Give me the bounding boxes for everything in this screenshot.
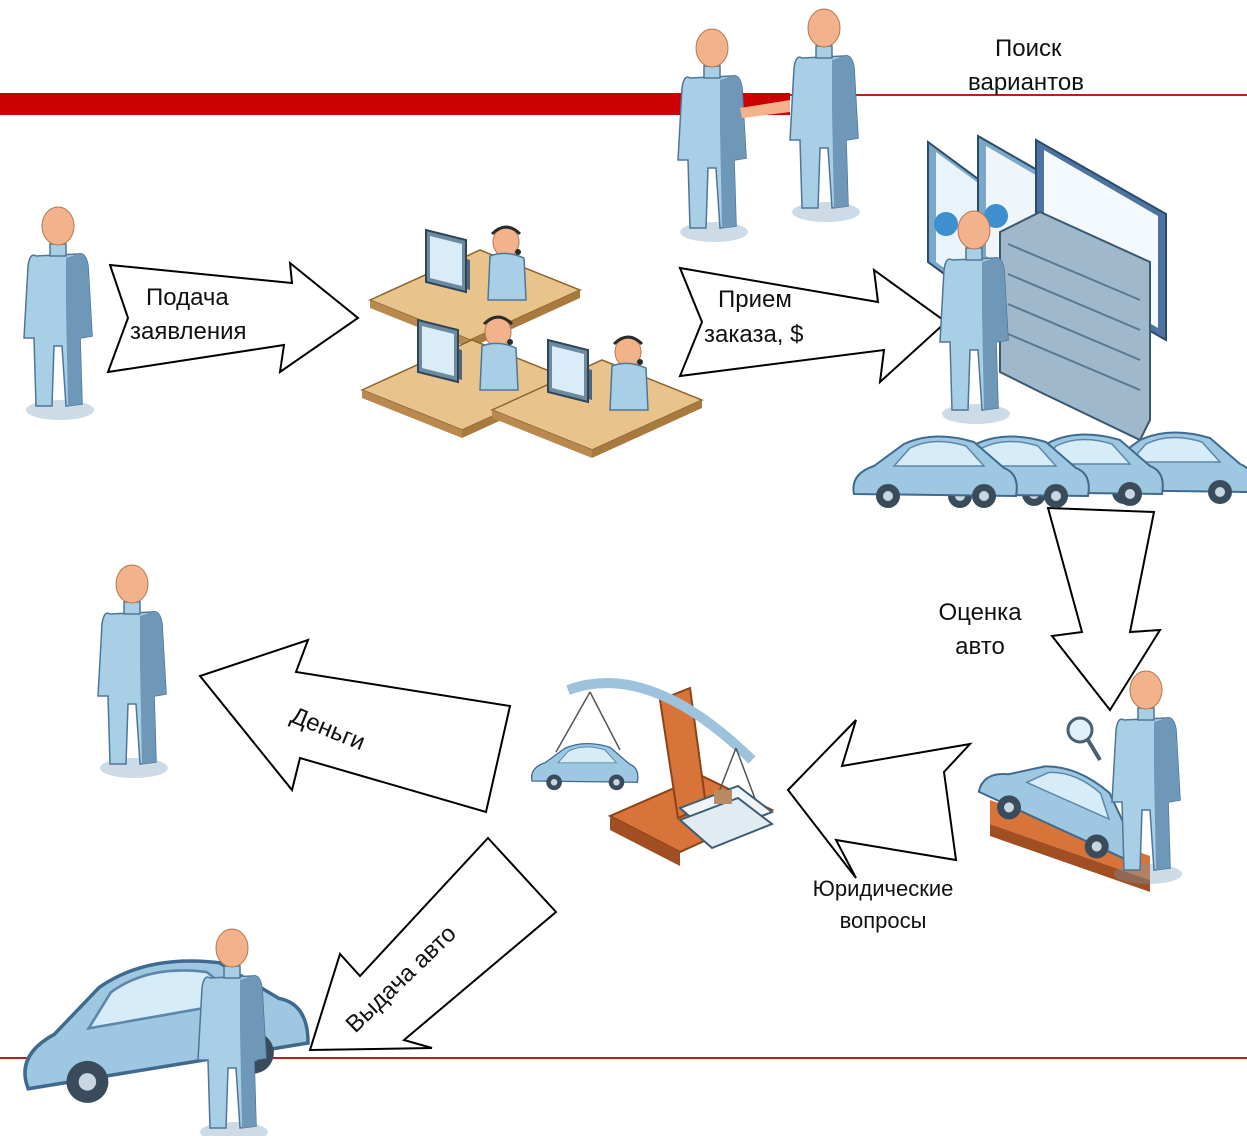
- label-search-line1: Поиск: [995, 35, 1062, 62]
- label-application-line2: заявления: [130, 318, 247, 345]
- arrow-delivery: [308, 836, 558, 1052]
- label-order-line1: Прием: [718, 286, 792, 313]
- arrow-application: [106, 260, 360, 375]
- label-legal-line1: Юридические: [812, 876, 954, 901]
- handshake-icon: [677, 8, 861, 243]
- arrow-order: [678, 266, 948, 385]
- arrow-legal: [786, 719, 973, 879]
- label-search-line2: вариантов: [968, 69, 1085, 96]
- header-accent-bar: [0, 93, 790, 115]
- scale-icon: [530, 678, 775, 866]
- car-with-person-icon: [7, 928, 315, 1136]
- label-evaluation-line1: Оценка: [938, 599, 1022, 626]
- label-legal-line2: вопросы: [839, 908, 927, 933]
- car-icon: [852, 431, 1247, 509]
- label-evaluation-line2: авто: [955, 633, 1005, 660]
- label-application-line1: Подача: [146, 284, 229, 311]
- arrow-money: [198, 638, 512, 814]
- server-monitor-icon: [927, 134, 1167, 442]
- label-order-line2: заказа, $: [704, 321, 804, 348]
- person-icon: [23, 206, 95, 421]
- person-icon: [97, 564, 169, 779]
- call-center-icon: [360, 225, 704, 460]
- inspection-icon: [971, 670, 1183, 892]
- arrow-evaluation: [1046, 506, 1162, 712]
